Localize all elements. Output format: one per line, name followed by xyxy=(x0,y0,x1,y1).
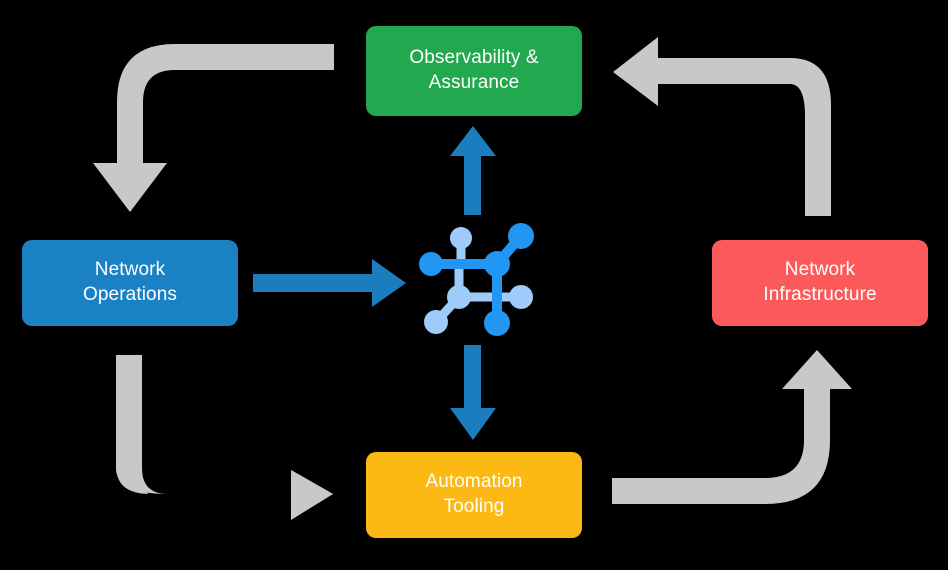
node-label-observability: Observability & Assurance xyxy=(409,47,539,93)
network-topology-icon xyxy=(419,223,534,336)
node-label-automation-tooling: Automation Tooling xyxy=(425,471,523,517)
arrow-center-up xyxy=(450,126,496,215)
node-box-automation-tooling[interactable]: Automation Tooling xyxy=(366,452,582,538)
node-box-network-infrastructure[interactable]: Network Infrastructure xyxy=(712,240,928,326)
arrow-ops-to-center xyxy=(253,259,406,307)
node-box-network-operations[interactable]: Network Operations xyxy=(22,240,238,326)
flow-infrastructure-to-observability xyxy=(613,37,831,216)
flow-automation-to-infrastructure xyxy=(612,350,852,504)
node-label-network-infrastructure: Network Infrastructure xyxy=(763,259,877,305)
flow-operations-to-automation xyxy=(116,355,333,520)
node-box-observability[interactable]: Observability & Assurance xyxy=(366,26,582,116)
flow-observability-to-operations xyxy=(93,44,334,212)
arrow-center-down xyxy=(450,345,496,440)
node-label-network-operations: Network Operations xyxy=(83,259,177,305)
